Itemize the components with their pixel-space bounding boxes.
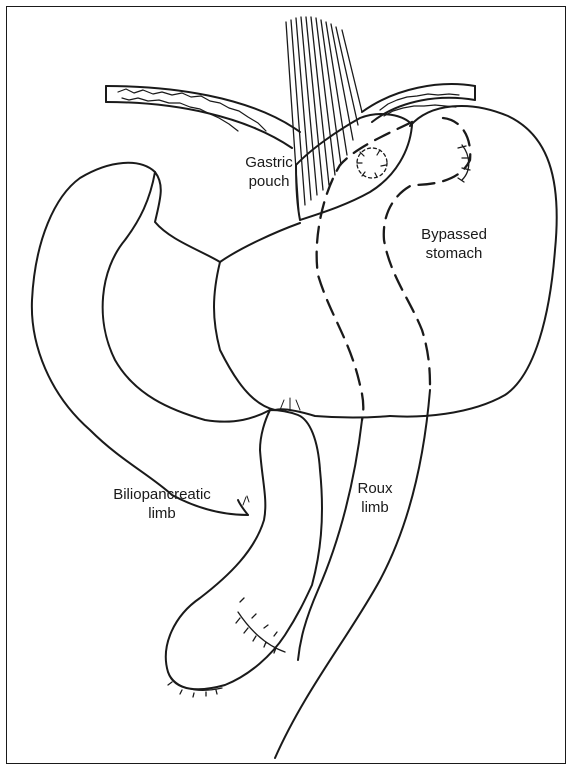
label-biliopancreatic-limb: Biliopancreatic limb <box>94 485 230 523</box>
label-roux-limb-line1: Roux <box>345 479 405 498</box>
biliopancreatic-limb <box>166 410 322 689</box>
label-gastric-pouch: Gastric pouch <box>228 153 310 191</box>
dashed-lines <box>317 118 471 420</box>
label-biliopancreatic-limb-line1: Biliopancreatic <box>94 485 230 504</box>
label-bypassed-stomach-line1: Bypassed <box>398 225 510 244</box>
roux-limb <box>275 390 430 758</box>
label-gastric-pouch-line1: Gastric <box>228 153 310 172</box>
label-bypassed-stomach-line2: stomach <box>398 244 510 263</box>
label-biliopancreatic-limb-line2: limb <box>94 504 230 523</box>
label-roux-limb-line2: limb <box>345 498 405 517</box>
gastric-pouch <box>296 114 412 220</box>
label-gastric-pouch-line2: pouch <box>228 172 310 191</box>
label-bypassed-stomach: Bypassed stomach <box>398 225 510 263</box>
label-roux-limb: Roux limb <box>345 479 405 517</box>
